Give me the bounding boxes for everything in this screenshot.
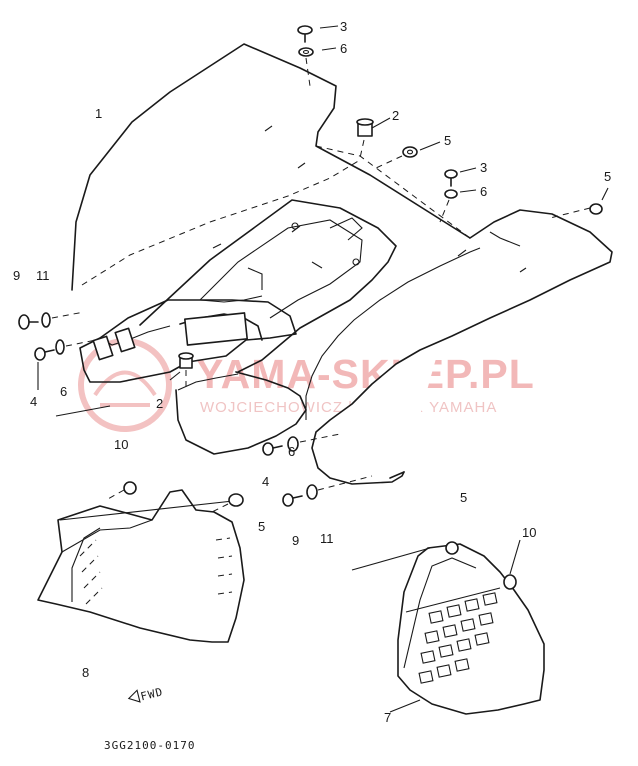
clip-left-grill: [123, 481, 137, 495]
callout-10-right: 10: [522, 525, 536, 540]
bolt-3-top: [297, 25, 313, 43]
washer-6-left: [55, 339, 65, 355]
callout-5-left-grill: 5: [258, 519, 265, 534]
watermark: YAMA-SKLEP.PL WOJCIECHOWICZ | DEALER YAM…: [78, 338, 535, 432]
fwd-label: FWD: [139, 685, 164, 703]
callout-3-right: 3: [480, 160, 487, 175]
callout-6-middle: 6: [288, 444, 295, 459]
part-1-rear-fender-panel: [71, 43, 481, 291]
bolt-4-left: [34, 347, 55, 361]
callout-1: 1: [95, 106, 102, 121]
part-10-left-bracket: [79, 299, 307, 455]
washer-5-far-right: [589, 203, 603, 215]
callout-5-far-right: 5: [604, 169, 611, 184]
callout-7: 7: [384, 710, 391, 725]
callout-4-left: 4: [30, 394, 37, 409]
nut-2-middle: [178, 352, 194, 369]
callout-11-middle: 11: [320, 531, 334, 546]
callout-5-center: 5: [460, 490, 467, 505]
callout-6-right: 6: [480, 184, 487, 199]
callout-9-middle: 9: [292, 533, 299, 548]
bolt-4-middle: [262, 442, 283, 456]
callout-2-middle: 2: [156, 396, 163, 411]
callout-labels: 1 2 2 3 3 4 4 5 5 5 5 6 6 6 6 7 8 9 9 10…: [13, 19, 611, 725]
watermark-brand: YAMA-SKLEP.PL: [196, 351, 535, 397]
washer-6-top: [298, 47, 314, 57]
screw-10-right-grill: [503, 574, 517, 590]
washer-5-upper: [402, 146, 418, 158]
callout-11-left: 11: [36, 268, 50, 283]
right-guard-slots: [418, 592, 498, 684]
bolt-3-right: [444, 169, 458, 187]
washer-11-left: [41, 312, 51, 328]
washer-6-middle: [287, 436, 299, 452]
nut-5-left-grill: [228, 493, 244, 507]
leader-lines: [55, 25, 609, 713]
fwd-arrow: FWD: [127, 685, 165, 703]
bolt-9-left: [18, 314, 39, 330]
seat-base-tray: [139, 199, 397, 373]
callout-4-middle: 4: [262, 474, 269, 489]
washer-11-middle: [306, 484, 318, 500]
part-7-right-mud-guard: [351, 543, 545, 715]
callout-6-top: 6: [340, 41, 347, 56]
drawing-code: 3GG2100-0170: [104, 739, 195, 752]
callout-3-top: 3: [340, 19, 347, 34]
nut-5-right-grill: [445, 541, 459, 555]
callout-8: 8: [82, 665, 89, 680]
callout-6-left: 6: [60, 384, 67, 399]
callout-5-upper: 5: [444, 133, 451, 148]
part-5-rear-fender-flap: [305, 209, 613, 485]
watermark-logo: [78, 338, 172, 432]
callout-2-upper: 2: [392, 108, 399, 123]
washer-6-right: [444, 189, 458, 199]
fasteners: [18, 25, 603, 590]
nut-2-upper: [356, 118, 374, 137]
callout-9-left: 9: [13, 268, 20, 283]
bolt-9-middle: [282, 493, 303, 507]
part-8-left-mud-guard: [37, 489, 245, 643]
callout-10-left: 10: [114, 437, 128, 452]
